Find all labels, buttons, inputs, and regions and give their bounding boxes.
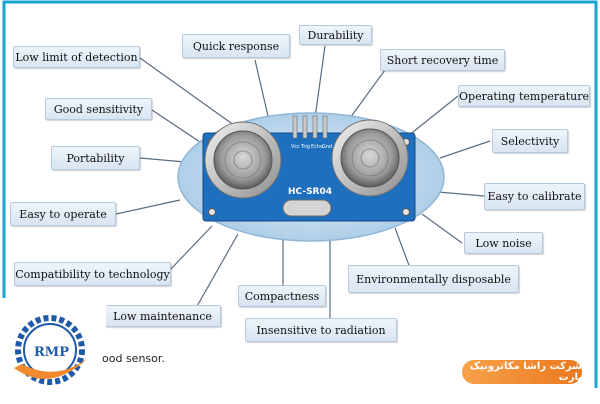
- connector-short-recovery: [349, 69, 386, 119]
- svg-text:Gnd: Gnd: [322, 144, 332, 150]
- label-quick-response: Quick response: [182, 34, 290, 58]
- connector-env-disposable: [394, 227, 411, 269]
- label-good-sensitivity: Good sensitivity: [45, 98, 152, 120]
- label-low-maintenance: Low maintenance: [104, 305, 221, 327]
- label-compactness: Compactness: [238, 285, 326, 307]
- module-name-text: HC-SR04: [288, 187, 332, 197]
- connector-operating-temp: [407, 95, 459, 137]
- connector-quick-response: [254, 59, 269, 117]
- connector-low-limit: [139, 57, 239, 129]
- pin-labels: Vcc Trig Echo Gnd: [291, 144, 332, 150]
- connector-selectivity: [439, 140, 491, 159]
- label-operating-temperature: Operating temperature: [458, 85, 590, 107]
- logo-text: RMP: [34, 345, 69, 360]
- mount-hole: [402, 208, 410, 216]
- company-badge[interactable]: شرکت راشا مکاترونیک پارت: [462, 360, 582, 384]
- right-transducer: [331, 119, 409, 197]
- label-insensitive-to-radiation: Insensitive to radiation: [245, 318, 397, 342]
- label-low-noise: Low noise: [464, 232, 543, 254]
- crystal-oscillator: [282, 199, 332, 217]
- connector-easy-operate: [115, 199, 181, 215]
- label-environmentally-disposable: Environmentally disposable: [348, 265, 519, 293]
- connector-good-sensitivity: [151, 109, 201, 143]
- mount-hole: [208, 208, 216, 216]
- label-portability: Portability: [51, 146, 140, 170]
- logo-panel: RMP: [0, 298, 106, 400]
- label-easy-to-calibrate: Easy to calibrate: [484, 183, 585, 210]
- connector-portability: [139, 157, 186, 163]
- hc-sr04-module: Vcc Trig Echo Gnd HC-SR04: [202, 115, 416, 222]
- label-short-recovery-time: Short recovery time: [380, 49, 505, 71]
- left-transducer: [204, 121, 282, 199]
- connector-durability: [314, 45, 326, 119]
- connector-compat-tech: [169, 225, 213, 271]
- logo-swoosh-icon: [14, 358, 88, 379]
- rmp-logo: RMP: [14, 315, 88, 385]
- bottom-strip: [0, 388, 600, 400]
- svg-text:Trig: Trig: [300, 144, 310, 150]
- connector-easy-calibrate: [437, 191, 485, 197]
- label-compatibility-to-technology: Compatibility to technology: [14, 262, 171, 286]
- connector-low-maintenance: [195, 233, 239, 309]
- header-pins: [292, 115, 328, 139]
- label-durability: Durability: [299, 25, 372, 45]
- label-easy-to-operate: Easy to operate: [10, 202, 116, 226]
- connector-low-noise: [421, 213, 463, 244]
- svg-text:Echo: Echo: [311, 144, 323, 150]
- svg-text:Vcc: Vcc: [291, 144, 300, 150]
- figure-caption: ood sensor.: [102, 352, 165, 365]
- connector-lines: [115, 45, 491, 320]
- label-low-limit-of-detection: Low limit of detection: [13, 46, 140, 68]
- label-selectivity: Selectivity: [492, 129, 568, 153]
